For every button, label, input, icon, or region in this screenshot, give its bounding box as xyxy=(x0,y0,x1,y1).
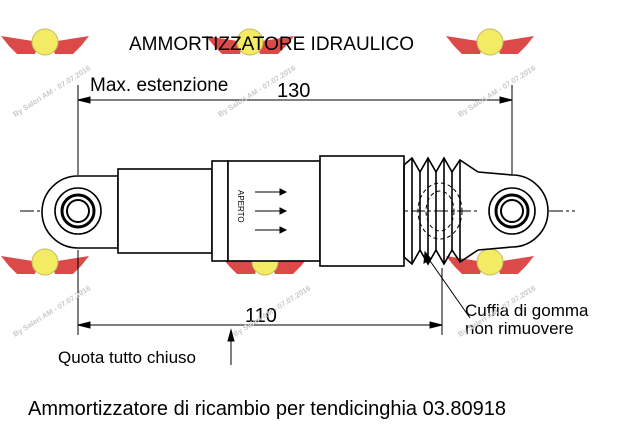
logo-wings-icon xyxy=(446,248,534,276)
body-marking-aperto: APERTO xyxy=(236,190,245,223)
watermark-text: By Saleri AM - 07.07.2016 xyxy=(11,283,92,338)
closed-note: Quota tutto chiuso xyxy=(58,348,196,367)
logo-wings-icon xyxy=(206,28,294,56)
logo-wings-icon xyxy=(1,28,89,56)
boot-note-line1: Cuffia di gomma xyxy=(465,301,589,320)
max-extension-label: Max. estenzione xyxy=(90,75,228,96)
right-mount-eye xyxy=(477,171,549,251)
caption: Ammortizzatore di ricambio per tendicing… xyxy=(28,398,507,420)
logo-wings-icon xyxy=(1,248,89,276)
dimension-extended xyxy=(77,85,513,175)
title: AMMORTIZZATORE IDRAULICO xyxy=(129,34,414,55)
dimension-closed-value: 110 xyxy=(245,305,277,327)
watermark-text: By Saleri AM - 07.07.2016 xyxy=(231,283,312,338)
cylinder xyxy=(319,155,405,267)
watermark-text: By Saleri AM - 07.07.2016 xyxy=(456,63,537,118)
dimension-extended-value: 130 xyxy=(277,80,310,102)
left-mount-eye xyxy=(41,175,119,249)
watermark-text: By Saleri AM - 07.07.2016 xyxy=(11,63,92,118)
rubber-boot xyxy=(403,156,479,266)
boot-note-leader xyxy=(423,250,471,319)
closed-note-leader xyxy=(227,328,235,365)
dimension-closed xyxy=(77,250,443,335)
boot-note-line2: non rimuovere xyxy=(465,319,574,338)
rod-body xyxy=(117,160,321,262)
logo-wings-icon xyxy=(446,28,534,56)
aperto-arrows xyxy=(255,188,288,234)
